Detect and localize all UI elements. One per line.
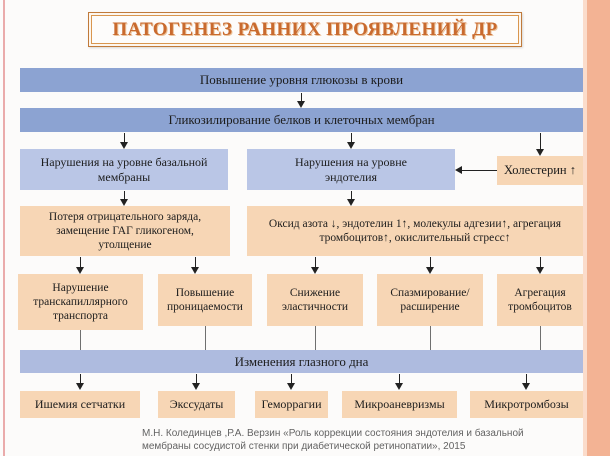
arrow-to-microaneurysms <box>395 374 403 390</box>
arrow-cholesterol-to-endothelium <box>455 166 497 174</box>
node-reduced-elasticity: Снижение эластичности <box>267 274 363 326</box>
arrow-to-aggregation <box>536 257 544 274</box>
node-microthrombosis: Микротромбозы <box>470 391 583 418</box>
node-microaneurysms: Микроаневризмы <box>342 391 457 418</box>
node-increased-permeability: Повышение проницаемости <box>158 274 252 326</box>
node-transcapillary-transport: Нарушение транскапиллярного транспорта <box>18 274 143 330</box>
node-glucose-increase: Повышение уровня глюкозы в крови <box>20 68 583 92</box>
right-accent-stripe <box>587 0 610 456</box>
arrow-to-basal-membrane <box>120 133 128 149</box>
arrow-to-endothelium-effects <box>347 191 355 206</box>
left-accent-stripe <box>3 0 5 456</box>
arrow-to-basal-effects <box>120 191 128 206</box>
arrow-to-microthrombosis <box>522 374 530 390</box>
citation-text: М.Н. Колединцев ,Р.А. Верзин «Роль корре… <box>142 428 524 452</box>
line-aggregation-to-fundus <box>540 326 541 350</box>
node-spasm-dilation: Спазмирование/ расширение <box>377 274 483 326</box>
node-endothelium-effects: Оксид азота ↓, эндотелин 1↑, молекулы ад… <box>247 206 583 256</box>
slide-title-frame: ПАТОГЕНЕЗ РАННИХ ПРОЯВЛЕНИЙ ДР <box>88 12 522 47</box>
arrow-to-hemorrhages <box>287 374 295 390</box>
arrow-to-cholesterol <box>536 133 544 156</box>
arrow-to-ischemia <box>76 374 84 390</box>
node-basal-membrane: Нарушения на уровне базальной мембраны <box>20 149 228 190</box>
arrow-to-transcapillary <box>76 257 84 274</box>
line-elasticity-to-fundus <box>315 326 316 350</box>
arrow-to-spasm <box>426 257 434 274</box>
arrow-glucose-to-glycosylation <box>297 93 305 108</box>
node-basal-effects: Потеря отрицательного заряда, замещение … <box>20 206 230 256</box>
line-spasm-to-fundus <box>430 326 431 350</box>
node-hemorrhages: Геморрагии <box>255 391 328 418</box>
node-platelet-aggregation: Агрегация тромбоцитов <box>497 274 583 326</box>
node-exudates: Экссудаты <box>158 391 235 418</box>
node-endothelium: Нарушения на уровне эндотелия <box>247 149 455 190</box>
slide-title: ПАТОГЕНЕЗ РАННИХ ПРОЯВЛЕНИЙ ДР <box>112 18 498 40</box>
line-transcapillary-to-fundus <box>80 330 81 350</box>
right-accent-stripe-inner <box>583 0 587 456</box>
arrow-to-elasticity <box>311 257 319 274</box>
arrow-to-endothelium <box>347 133 355 149</box>
node-glycosylation: Гликозилирование белков и клеточных мемб… <box>20 108 583 132</box>
line-permeability-to-fundus <box>205 326 206 350</box>
node-retinal-ischemia: Ишемия сетчатки <box>20 391 140 418</box>
arrow-to-permeability <box>191 257 199 274</box>
node-cholesterol: Холестерин ↑ <box>497 156 583 185</box>
node-fundus-changes: Изменения глазного дна <box>20 350 583 373</box>
arrow-to-exudates <box>192 374 200 390</box>
